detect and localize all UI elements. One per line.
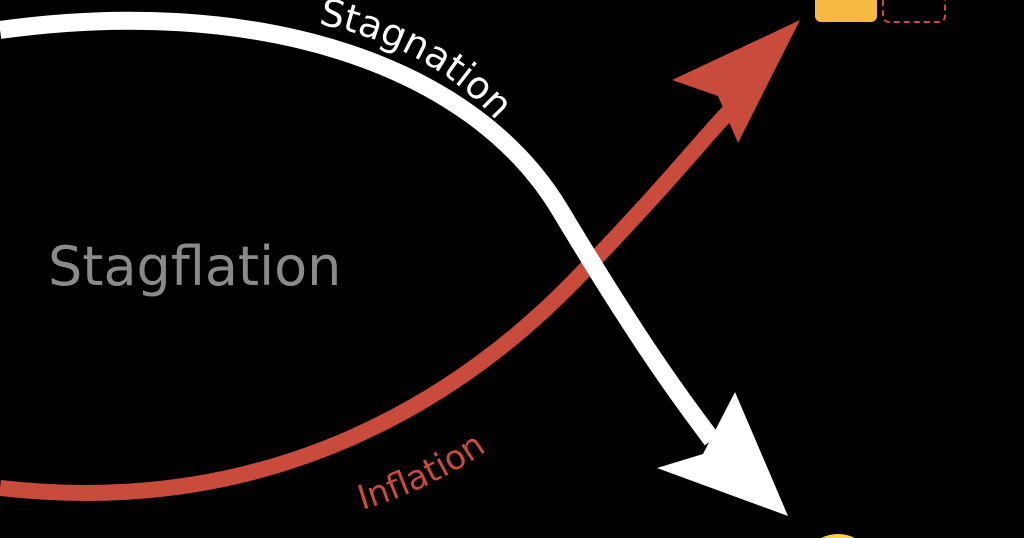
inflation-arrow [0, 20, 800, 501]
inflation-arrow-shaft [0, 89, 751, 501]
inflation-arrowhead-icon [672, 20, 800, 143]
stagnation-label: Stagnation [316, 0, 521, 127]
stagnation-arrowhead-icon [657, 392, 788, 516]
stagnation-arrow-shaft [0, 11, 720, 446]
yellow-block-icon [815, 0, 877, 22]
yellow-circle-icon [821, 534, 855, 538]
stagnation-arrow [0, 11, 788, 516]
dashed-outline-block-icon [882, 0, 946, 23]
stagflation-title: Stagflation [48, 235, 341, 298]
top-right-icons [815, 0, 946, 23]
inflation-label: Inflation [353, 425, 492, 519]
